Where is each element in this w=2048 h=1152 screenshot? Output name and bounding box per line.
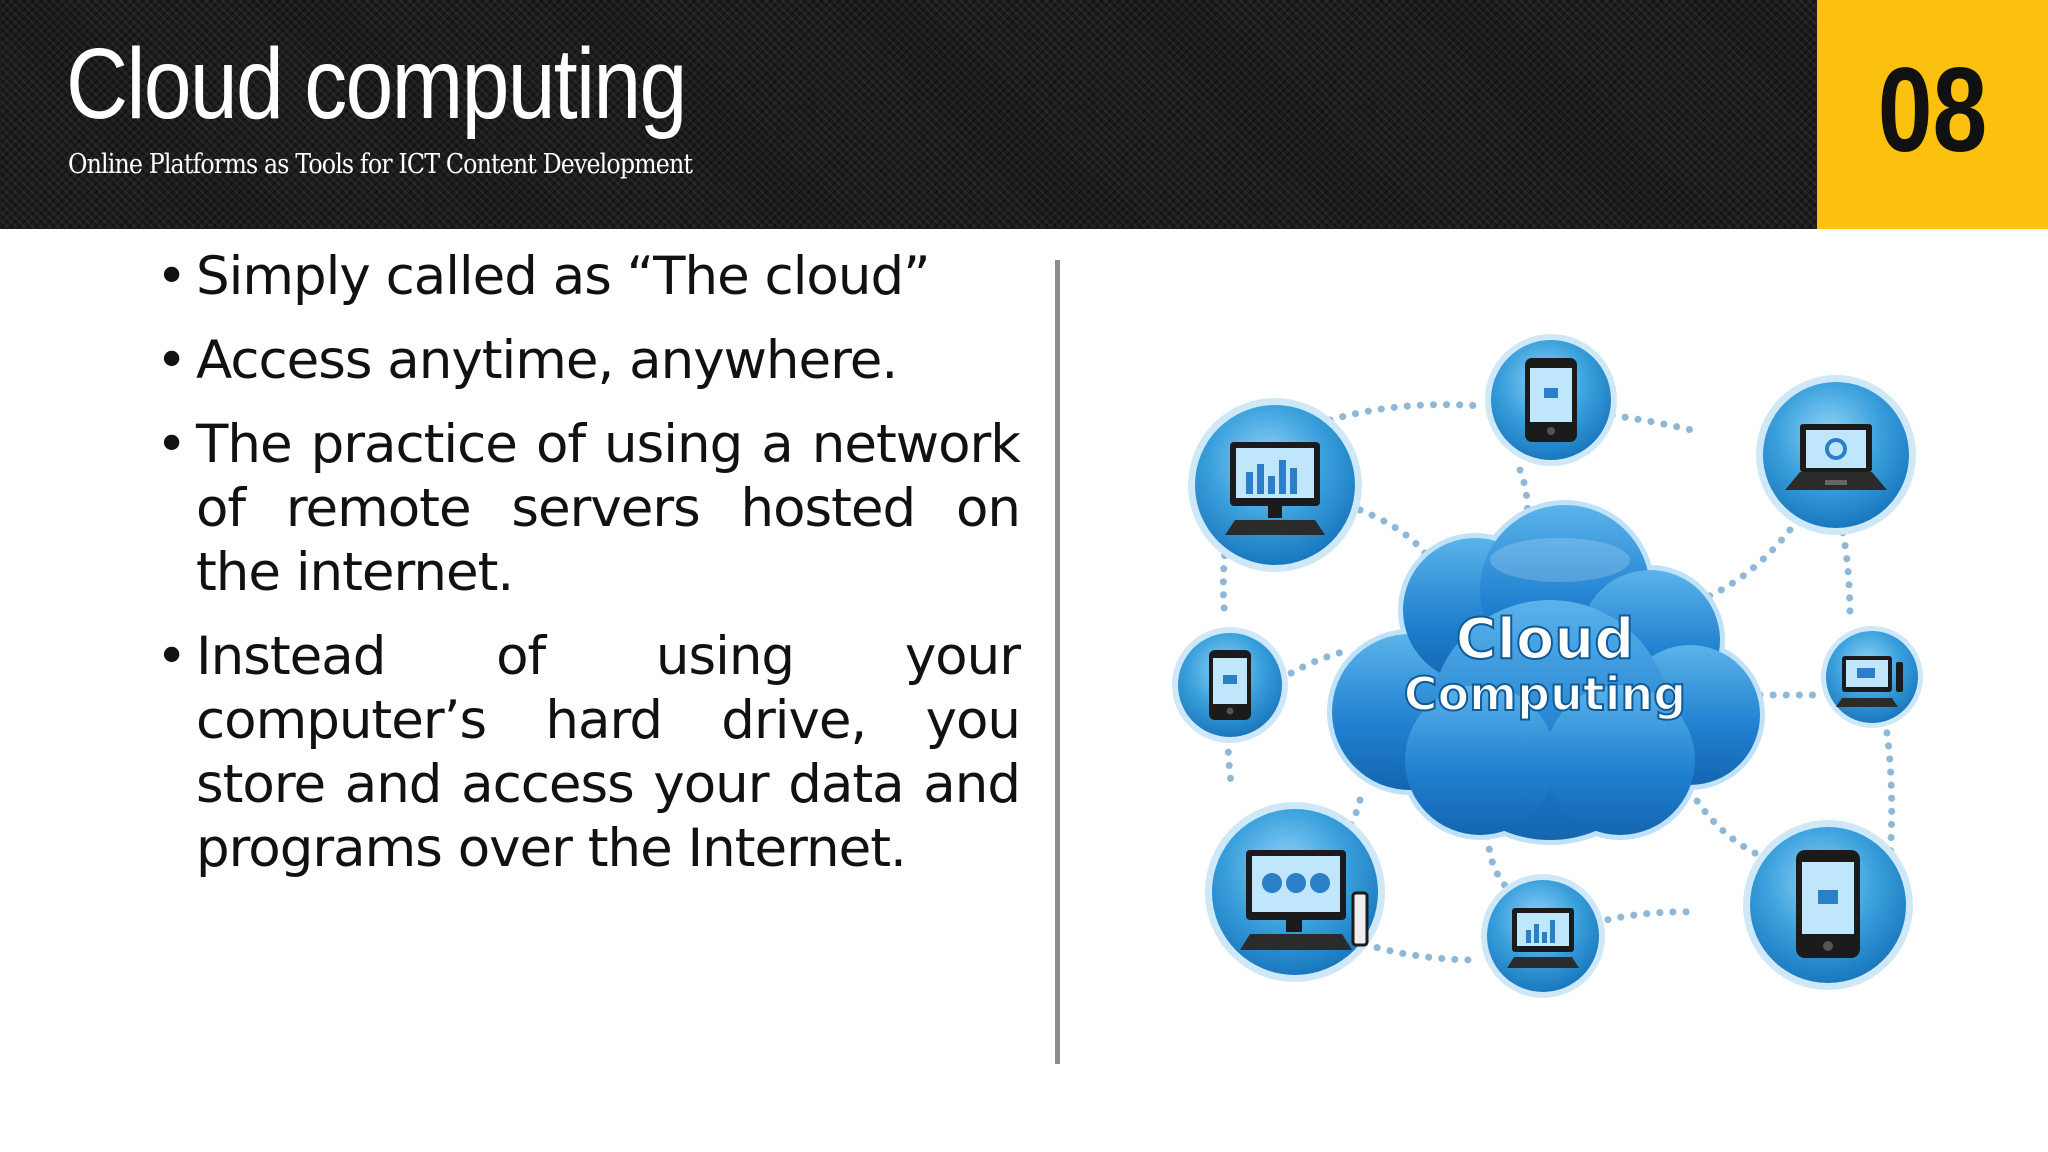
slide-title: Cloud computing <box>66 28 687 140</box>
slide-subtitle: Online Platforms as Tools for ICT Conten… <box>68 149 693 180</box>
bullet-dot: • <box>156 414 187 475</box>
connection-line <box>1686 786 1774 864</box>
smartphone-icon <box>1485 334 1617 466</box>
bullet-list: •Simply called as “The cloud” •Access an… <box>150 245 1021 901</box>
cloud-shape <box>1327 500 1765 845</box>
bullet-dot: • <box>156 330 187 391</box>
header-bar: Cloud computing Online Platforms as Tool… <box>0 0 1817 229</box>
bullet-text: The practice of using a network of remot… <box>196 414 1021 603</box>
bullet-dot: • <box>156 626 187 687</box>
bullet-item: •Access anytime, anywhere. <box>150 329 1020 393</box>
cloud-computing-diagram: Cloud Computing <box>1172 334 1923 998</box>
connection-line <box>1356 506 1434 564</box>
bullet-item: •The practice of using a network of remo… <box>150 413 1021 605</box>
vertical-divider <box>1055 260 1060 1064</box>
connection-line <box>1881 716 1896 864</box>
bullet-text: Access anytime, anywhere. <box>196 330 898 391</box>
bullet-item: •Instead of using your computer’s hard d… <box>150 625 1021 881</box>
bullet-dot: • <box>156 246 187 307</box>
cloud-label-line2: Computing <box>1404 667 1686 721</box>
desktop-chart-icon <box>1188 398 1362 572</box>
desktop-chart-icon <box>1481 874 1605 998</box>
smartphone-icon <box>1743 820 1913 990</box>
bullet-text: Simply called as “The cloud” <box>196 246 931 307</box>
connection-line <box>1326 401 1484 424</box>
connection-line <box>1836 516 1854 624</box>
connection-line <box>1696 526 1794 604</box>
connection-line <box>1219 526 1234 624</box>
slide-number-box: 08 <box>1817 0 2048 229</box>
bullet-text: Instead of using your computer’s hard dr… <box>196 626 1021 879</box>
slide-number: 08 <box>1877 43 1988 177</box>
laptop-icon <box>1756 375 1916 535</box>
desktop-icon <box>1821 626 1923 728</box>
desktop-pie-icon <box>1205 802 1385 982</box>
bullet-item: •Simply called as “The cloud” <box>150 245 1020 309</box>
connection-line <box>1276 646 1354 684</box>
cloud-label-line1: Cloud <box>1456 607 1635 672</box>
smartphone-icon <box>1172 627 1288 743</box>
